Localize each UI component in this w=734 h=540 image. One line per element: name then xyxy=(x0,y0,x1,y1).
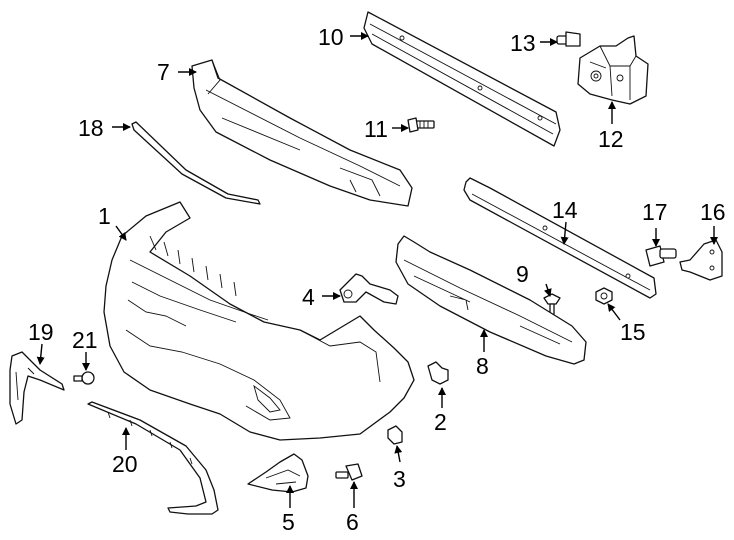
part-21-pin xyxy=(73,371,95,385)
part-3-clip xyxy=(387,425,403,445)
part-7-energy-absorber xyxy=(191,59,413,207)
callout-15: 15 xyxy=(620,319,646,345)
callout-17: 17 xyxy=(642,199,668,225)
callout-8: 8 xyxy=(476,353,489,379)
callout-1: 1 xyxy=(98,203,111,229)
part-1-bumper-cover xyxy=(103,201,415,441)
part-16-bracket xyxy=(679,239,723,281)
callout-5: 5 xyxy=(282,509,295,535)
callout-18: 18 xyxy=(78,115,104,141)
part-14-lower-bar xyxy=(463,177,657,299)
leader-3 xyxy=(394,445,403,463)
part-6-bolt xyxy=(335,463,363,481)
leader-9 xyxy=(543,283,552,297)
part-18-trim-strip xyxy=(131,121,261,205)
part-5-lower-bracket xyxy=(247,453,309,493)
callout-13: 13 xyxy=(510,30,536,56)
leader-15 xyxy=(607,303,621,321)
part-20-lower-trim xyxy=(87,401,219,515)
leader-1 xyxy=(115,225,127,241)
callout-7: 7 xyxy=(157,59,170,85)
part-8-lower-absorber xyxy=(395,235,587,365)
callout-11: 11 xyxy=(364,116,388,142)
part-2-clip xyxy=(427,361,449,385)
callout-4: 4 xyxy=(302,284,315,310)
callout-2: 2 xyxy=(434,409,447,435)
callout-10: 10 xyxy=(318,24,344,50)
callout-12: 12 xyxy=(598,126,624,152)
callout-19: 19 xyxy=(28,319,54,345)
leader-14 xyxy=(560,221,569,245)
part-15-nut xyxy=(595,287,613,305)
part-11-bolt xyxy=(407,117,435,133)
callout-14: 14 xyxy=(552,197,578,223)
callout-21: 21 xyxy=(72,327,98,353)
part-10-reinforcement-bar xyxy=(363,11,561,147)
callout-labels: 1 2 3 4 5 6 7 8 9 10 11 12 13 14 15 16 1… xyxy=(28,24,726,535)
leader-lines xyxy=(36,32,718,508)
callout-3: 3 xyxy=(393,466,406,492)
callout-6: 6 xyxy=(346,509,359,535)
callout-9: 9 xyxy=(516,261,529,287)
part-19-side-trim xyxy=(9,351,65,425)
part-13-bolt xyxy=(556,31,581,47)
leader-19 xyxy=(36,343,45,365)
callout-20: 20 xyxy=(112,451,138,477)
callout-16: 16 xyxy=(700,199,726,225)
part-17-bolt xyxy=(645,245,677,267)
part-12-bracket xyxy=(577,35,649,105)
part-4-arm-bracket xyxy=(339,273,399,305)
